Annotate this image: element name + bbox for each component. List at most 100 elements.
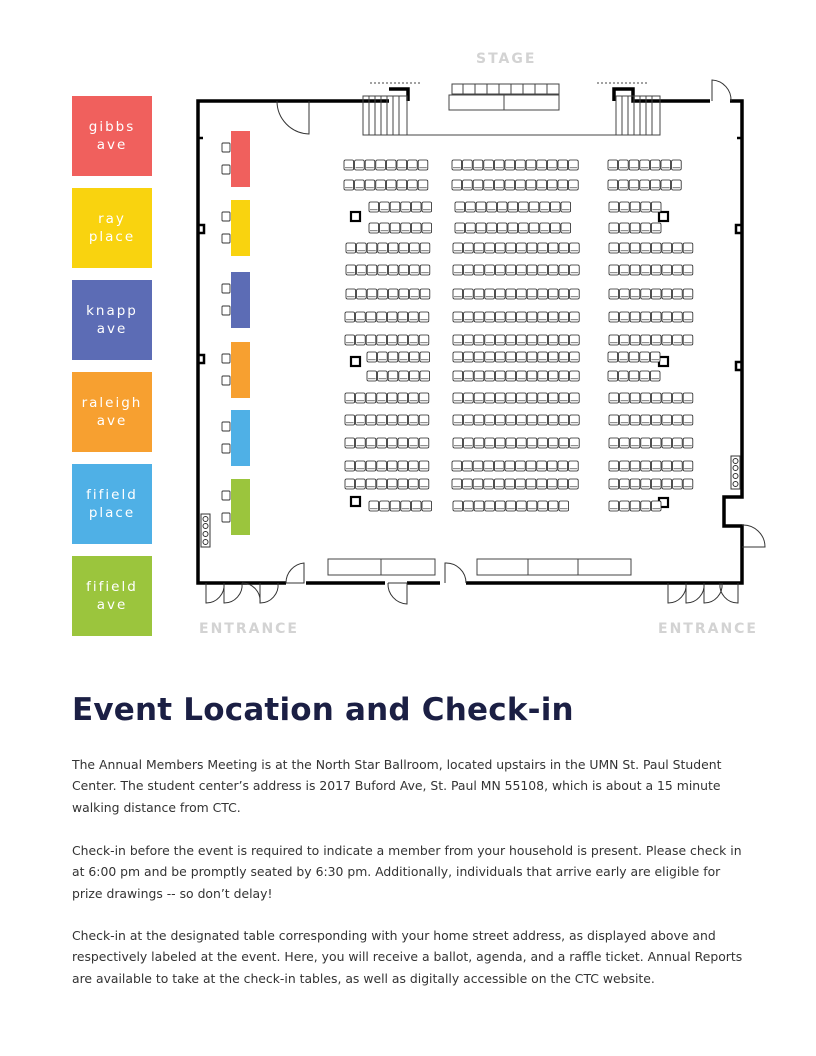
- audience-chair: [608, 334, 620, 346]
- audience-chair: [386, 311, 398, 323]
- audience-chair: [537, 351, 548, 363]
- audience-chair: [661, 392, 673, 404]
- audience-chair: [504, 159, 516, 171]
- audience-chair: [366, 242, 378, 254]
- audience-chair: [629, 222, 641, 234]
- audience-chair: [525, 460, 537, 472]
- audience-chair: [526, 414, 538, 426]
- audience-chair: [608, 414, 620, 426]
- audience-chair: [682, 478, 694, 490]
- check-in-chair: [221, 443, 231, 454]
- audience-chair: [516, 351, 527, 363]
- paragraph-location: The Annual Members Meeting is at the Nor…: [72, 757, 722, 815]
- check-in-chair: [221, 283, 231, 294]
- audience-chair: [408, 460, 419, 472]
- audience-chair: [619, 242, 630, 254]
- legend-raleigh-ave: raleigh ave: [72, 372, 152, 452]
- audience-chair: [671, 159, 682, 171]
- audience-chair: [629, 414, 641, 426]
- audience-chair: [386, 414, 398, 426]
- audience-chair: [397, 460, 409, 472]
- audience-chair: [496, 222, 508, 234]
- audience-chair: [483, 460, 494, 472]
- audience-chair: [608, 288, 620, 300]
- audience-chair: [568, 159, 579, 171]
- audience-chair: [356, 288, 367, 300]
- paragraph-check-in-table: Check-in at the designated table corresp…: [72, 928, 743, 986]
- audience-chair: [629, 460, 641, 472]
- audience-chair: [682, 334, 694, 346]
- audience-chair: [451, 460, 463, 472]
- audience-chair: [558, 437, 570, 449]
- audience-chair: [379, 201, 390, 213]
- check-in-chair: [221, 512, 231, 523]
- audience-chair: [386, 460, 398, 472]
- audience-chair: [640, 460, 651, 472]
- audience-chair: [484, 370, 495, 382]
- audience-chair: [473, 334, 485, 346]
- audience-chair: [408, 351, 420, 363]
- audience-chair: [483, 159, 494, 171]
- audience-chair: [344, 437, 356, 449]
- audience-chair: [629, 242, 641, 254]
- audience-chair: [417, 159, 429, 171]
- audience-chair: [661, 460, 673, 472]
- audience-chair: [569, 334, 580, 346]
- audience-chair: [628, 179, 640, 191]
- audience-chair: [472, 478, 484, 490]
- audience-chair: [418, 478, 430, 490]
- audience-chair: [672, 478, 683, 490]
- audience-chair: [473, 500, 485, 512]
- audience-chair: [355, 460, 366, 472]
- audience-chair: [558, 500, 570, 512]
- audience-chair: [640, 500, 651, 512]
- audience-chair: [547, 159, 558, 171]
- audience-chair: [537, 311, 548, 323]
- audience-chair: [558, 288, 570, 300]
- audience-chair: [569, 392, 580, 404]
- audience-chair: [385, 179, 397, 191]
- audience-chair: [536, 159, 547, 171]
- check-in-table: [231, 342, 250, 398]
- audience-chair: [376, 311, 387, 323]
- audience-chair: [365, 311, 377, 323]
- audience-chair: [473, 414, 485, 426]
- audience-chair: [376, 478, 387, 490]
- audience-chair: [525, 179, 537, 191]
- audience-chair: [650, 370, 661, 382]
- audience-chair: [398, 242, 410, 254]
- audience-chair: [385, 159, 397, 171]
- audience-chair: [483, 179, 494, 191]
- audience-chair: [494, 242, 506, 254]
- audience-chair: [463, 242, 474, 254]
- audience-chair: [505, 264, 517, 276]
- audience-chair: [452, 351, 464, 363]
- audience-chair: [368, 500, 380, 512]
- audience-chair: [355, 392, 366, 404]
- audience-chair: [619, 437, 630, 449]
- audience-chair: [640, 264, 651, 276]
- audience-chair: [515, 179, 526, 191]
- paragraph-check-in-time: Check-in before the event is required to…: [72, 843, 742, 901]
- audience-chair: [608, 264, 620, 276]
- audience-chair: [452, 334, 464, 346]
- audience-chair: [528, 201, 540, 213]
- legend-label: gibbs ave: [88, 119, 136, 153]
- audience-chair: [515, 460, 526, 472]
- check-in-chair: [221, 421, 231, 432]
- audience-chair: [375, 179, 386, 191]
- audience-chair: [516, 311, 527, 323]
- audience-chair: [608, 311, 620, 323]
- entrance-left-label: ENTRANCE: [199, 621, 299, 637]
- audience-chair: [651, 242, 662, 254]
- audience-chair: [608, 460, 620, 472]
- audience-chair: [397, 392, 409, 404]
- audience-chair: [548, 414, 559, 426]
- audience-chair: [409, 288, 420, 300]
- audience-chair: [387, 288, 399, 300]
- audience-chair: [505, 242, 517, 254]
- audience-chair: [452, 500, 464, 512]
- audience-seating: [343, 159, 694, 512]
- audience-chair: [462, 179, 473, 191]
- audience-chair: [629, 201, 641, 213]
